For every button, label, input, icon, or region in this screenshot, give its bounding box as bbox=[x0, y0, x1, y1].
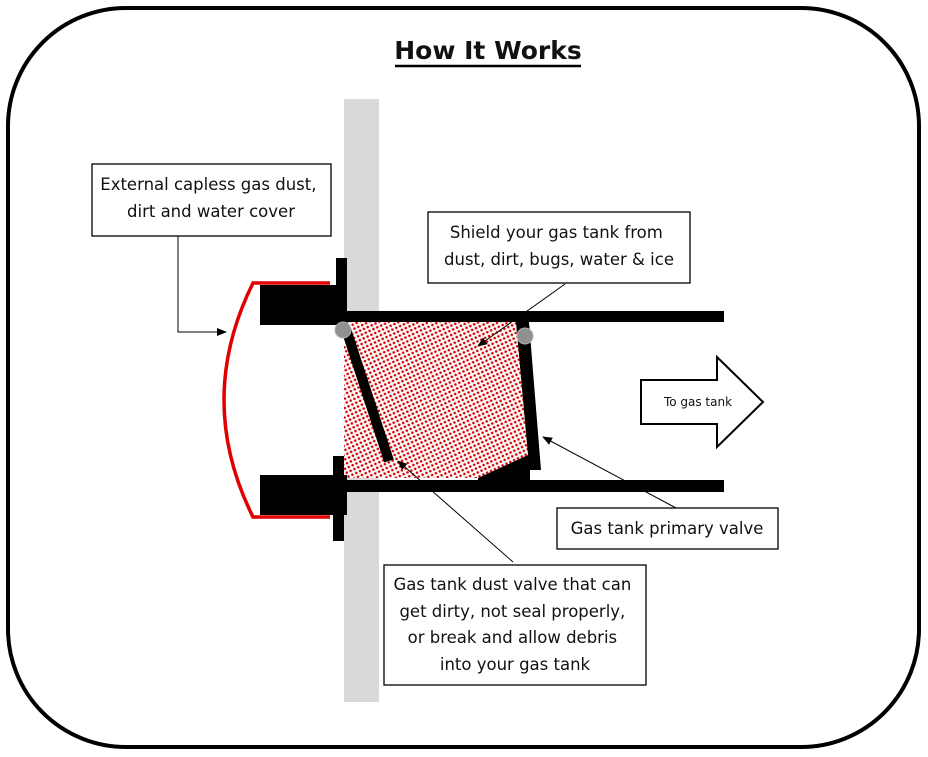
callout-line: Shield your gas tank from bbox=[450, 223, 663, 242]
callout-line: Gas tank dust valve that can bbox=[393, 575, 631, 594]
neck-lower-block bbox=[260, 475, 347, 515]
callout-box bbox=[556, 507, 779, 550]
pipe-top-wall bbox=[344, 311, 724, 322]
dust-valve-flap bbox=[342, 330, 394, 463]
callout-line: get dirty, not seal properly, bbox=[399, 602, 625, 621]
callout-line: dirt and water cover bbox=[127, 202, 295, 221]
callout-dust-valve: Gas tank dust valve that can get dirty, … bbox=[383, 460, 647, 686]
callout-external-cover: External capless gas dust, dirt and wate… bbox=[91, 163, 332, 336]
external-cover bbox=[222, 281, 330, 519]
callout-primary-valve: Gas tank primary valve bbox=[542, 436, 779, 550]
svg-text:Gas tank dust valve that can: Gas tank dust valve that can get dirty, … bbox=[393, 575, 636, 674]
callout-leader bbox=[477, 283, 566, 347]
direction-arrow-icon bbox=[640, 354, 765, 450]
callout-line: into your gas tank bbox=[440, 655, 591, 674]
callout-line: External capless gas dust, bbox=[100, 175, 316, 194]
to-gas-tank-label: To gas tank bbox=[663, 395, 732, 409]
primary-valve-flap bbox=[478, 322, 541, 480]
pipe-bottom-wall bbox=[344, 480, 724, 492]
dust-valve-hinge bbox=[334, 321, 352, 339]
callout-box bbox=[427, 211, 691, 284]
callout-leader bbox=[542, 436, 677, 509]
callout-line: or break and allow debris bbox=[408, 628, 618, 647]
svg-text:Gas tank primary valve: Gas tank primary valve bbox=[571, 519, 764, 538]
callout-box bbox=[383, 564, 647, 686]
callout-leader bbox=[397, 460, 514, 563]
diagram-title: How It Works bbox=[394, 36, 582, 65]
neck-upper-block bbox=[260, 285, 347, 325]
callout-leader bbox=[177, 236, 227, 336]
svg-text:Shield your gas tank from: Shield your gas tank from dust, dirt, bu… bbox=[444, 223, 674, 269]
primary-valve-hinge bbox=[516, 327, 534, 345]
callout-shield: Shield your gas tank from dust, dirt, bu… bbox=[427, 211, 691, 347]
callout-box bbox=[91, 163, 332, 237]
to-gas-tank-arrow: To gas tank bbox=[640, 354, 765, 450]
callout-line: Gas tank primary valve bbox=[571, 519, 764, 538]
debris-chamber bbox=[344, 322, 530, 478]
callout-line: dust, dirt, bugs, water & ice bbox=[444, 250, 674, 269]
svg-text:External capless gas dust,: External capless gas dust, dirt and wate… bbox=[100, 175, 321, 221]
